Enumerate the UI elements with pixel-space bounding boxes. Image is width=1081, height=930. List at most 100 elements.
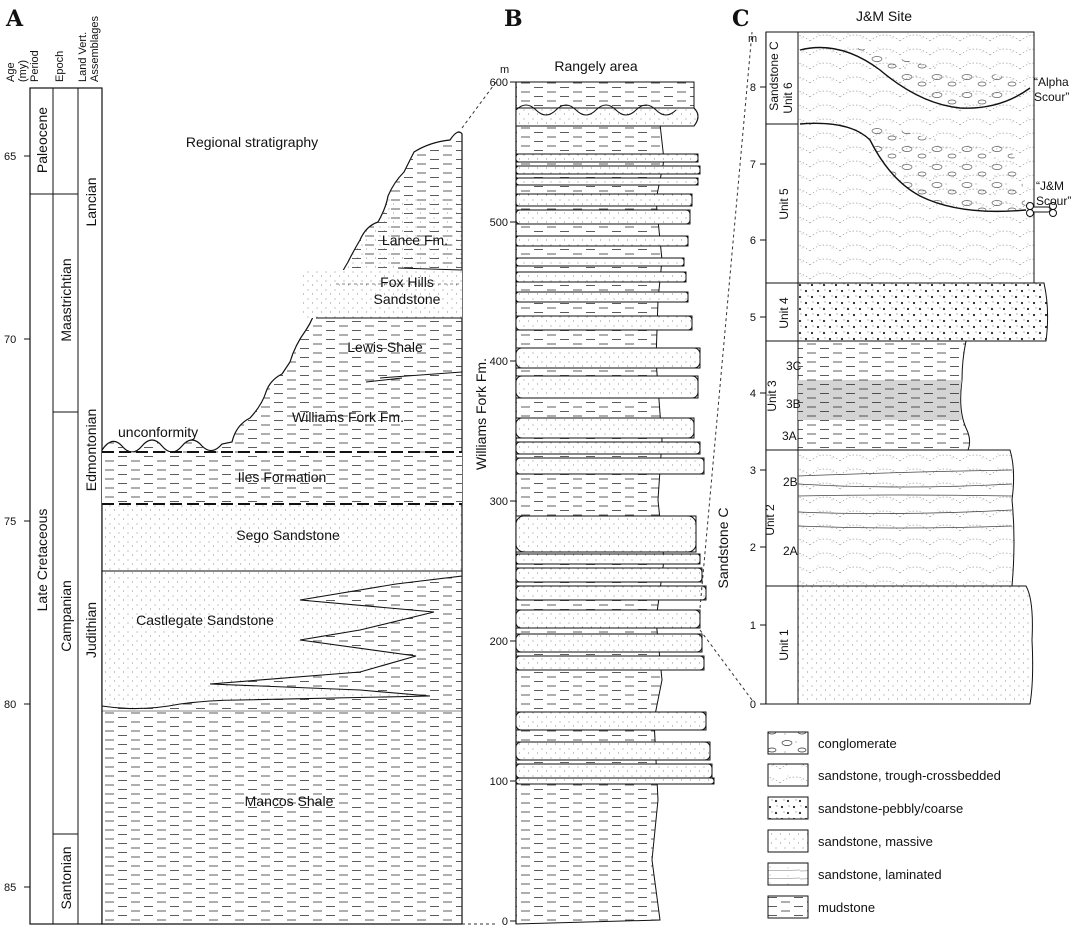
- legend-item: sandstone, laminated: [768, 863, 942, 885]
- c-tick-4: 4: [750, 388, 756, 400]
- alpha-scour-label-2: Scour”: [1034, 90, 1069, 104]
- b-tick-100: 100: [490, 776, 508, 788]
- panel-b-title: Rangely area: [554, 58, 637, 74]
- label-unit-6: Unit 6: [781, 82, 795, 114]
- period-paleocene: Paleocene: [34, 107, 50, 173]
- legend-item: mudstone: [768, 896, 875, 918]
- age-tick-75: 75: [4, 516, 16, 528]
- c-tick-2: 2: [750, 542, 756, 554]
- legend-label: sandstone, trough-crossbedded: [818, 768, 1001, 783]
- assemblage-judithian: Judithian: [83, 602, 99, 658]
- williams-fork-column: [516, 82, 694, 924]
- c-tick-6: 6: [750, 235, 756, 247]
- panel-b-letter: B: [504, 6, 523, 32]
- label-iles: Iles Formation: [238, 469, 327, 485]
- period-late-cretaceous: Late Cretaceous: [34, 509, 50, 612]
- b-tick-600: 600: [490, 77, 508, 89]
- panel-b-sandstone-c-label: Sandstone C: [715, 508, 731, 589]
- label-williams-fork: Williams Fork Fm.: [292, 409, 404, 425]
- b-tick-0: 0: [502, 916, 508, 928]
- panel-c: C J&M Site m 0 1 2 3 4 5 6 7 8: [732, 6, 1071, 711]
- c-tick-5: 5: [750, 312, 756, 324]
- panel-c-unit: m: [748, 33, 757, 45]
- unit-4-bed: [798, 283, 1048, 341]
- jm-scour-label-1: “J&M: [1036, 179, 1064, 193]
- legend-label: mudstone: [818, 900, 875, 915]
- age-tick-85: 85: [4, 882, 16, 894]
- label-3b: 3B: [786, 397, 801, 411]
- panel-b-formation-label: Williams Fork Fm.: [473, 358, 489, 470]
- c-tick-1: 1: [750, 620, 756, 632]
- c-tick-7: 7: [750, 159, 756, 171]
- epoch-santonian: Santonian: [58, 846, 74, 909]
- label-unit-4: Unit 4: [777, 297, 791, 329]
- label-fox-hills-2: Sandstone: [374, 291, 441, 307]
- panel-a: A Age (my) Period Epoch Land Vert. Assem…: [4, 6, 462, 924]
- panel-b-axis: 0 100 200 300 400 500 600: [490, 77, 516, 928]
- jm-scour-label-2: Scour”: [1036, 194, 1071, 208]
- panel-a-title: Regional stratigraphy: [186, 134, 318, 150]
- mancos-shale: [102, 712, 462, 924]
- legend-label: sandstone, laminated: [818, 867, 942, 882]
- label-3c: 3C: [786, 359, 802, 373]
- epoch-campanian: Campanian: [58, 580, 74, 652]
- age-header: Age: [5, 62, 17, 82]
- label-2a: 2A: [783, 544, 798, 558]
- legend-item: sandstone, trough-crossbedded: [768, 764, 1001, 786]
- label-unit-5: Unit 5: [777, 188, 791, 220]
- label-lewis: Lewis Shale: [347, 339, 423, 355]
- panel-c-letter: C: [732, 6, 750, 32]
- age-unit-header: (my): [17, 60, 29, 82]
- assemblage-lancian: Lancian: [83, 177, 99, 226]
- label-unit-2: Unit 2: [763, 504, 777, 536]
- label-fox-hills-1: Fox Hills: [380, 274, 434, 290]
- label-3a: 3A: [782, 429, 797, 443]
- age-axis: 65 70 75 80 85: [4, 151, 30, 894]
- b-tick-200: 200: [490, 636, 508, 648]
- pebbly-pattern-icon: [768, 797, 808, 819]
- label-mancos: Mancos Shale: [245, 793, 334, 809]
- massive-pattern-icon: [768, 830, 808, 852]
- legend: conglomerate sandstone, trough-crossbedd…: [768, 732, 1001, 918]
- label-castlegate: Castlegate Sandstone: [136, 612, 274, 628]
- label-unit-1: Unit 1: [777, 629, 791, 661]
- epoch-header: Epoch: [54, 51, 66, 82]
- label-lance: Lance Fm.: [382, 232, 448, 248]
- legend-label: sandstone, massive: [818, 834, 933, 849]
- alpha-scour-label-1: “Alpha: [1034, 75, 1069, 89]
- legend-item: sandstone, massive: [768, 830, 933, 852]
- label-sandstone-c: Sandstone C: [767, 41, 781, 111]
- panel-a-letter: A: [5, 6, 24, 32]
- legend-item: sandstone-pebbly/coarse: [768, 797, 963, 819]
- c-tick-8: 8: [750, 82, 756, 94]
- c-tick-0: 0: [750, 699, 756, 711]
- label-unconformity: unconformity: [118, 424, 198, 440]
- laminated-pattern-icon: [768, 863, 808, 885]
- panel-b-unit: m: [500, 64, 509, 76]
- epoch-maastrichtian: Maastrichtian: [58, 258, 74, 341]
- label-2b: 2B: [783, 475, 798, 489]
- panel-c-title: J&M Site: [856, 8, 912, 24]
- b-tick-500: 500: [490, 217, 508, 229]
- panel-b: B m Rangely area 0 100 200 300 400 500 6…: [462, 6, 752, 928]
- legend-label: conglomerate: [818, 736, 897, 751]
- legend-label: sandstone-pebbly/coarse: [818, 801, 963, 816]
- panel-c-axis: 0 1 2 3 4 5 6 7 8: [750, 82, 766, 711]
- crossbedded-pattern-icon: [768, 764, 808, 786]
- age-tick-70: 70: [4, 334, 16, 346]
- label-unit-3: Unit 3: [765, 380, 779, 412]
- lva-header-1: Land Vert.: [77, 32, 89, 82]
- mudstone-pattern-icon: [768, 896, 808, 918]
- age-tick-65: 65: [4, 151, 16, 163]
- b-tick-400: 400: [490, 356, 508, 368]
- conglomerate-pattern-icon: [768, 732, 808, 754]
- b-tick-300: 300: [490, 496, 508, 508]
- label-sego: Sego Sandstone: [236, 527, 340, 543]
- c-tick-3: 3: [750, 465, 756, 477]
- unit-1-bed: [798, 586, 1033, 704]
- legend-item: conglomerate: [768, 732, 897, 754]
- lva-header-2: Assemblages: [89, 15, 101, 82]
- assemblage-edmontonian: Edmontonian: [83, 409, 99, 492]
- age-tick-80: 80: [4, 699, 16, 711]
